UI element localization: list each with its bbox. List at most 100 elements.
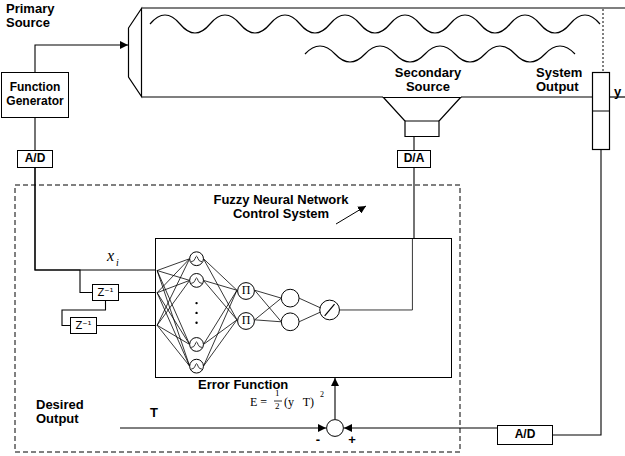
circle-outline [326, 419, 344, 437]
input-label: Desired Output [36, 398, 106, 426]
network-link [203, 280, 237, 290]
network-link [157, 325, 190, 344]
node-text: Z⁻¹ [75, 320, 91, 332]
converter-box: A/D [497, 425, 553, 445]
circle-outline [238, 283, 255, 300]
sensor-outline [593, 73, 610, 150]
network-link [157, 271, 190, 345]
signal-line [119, 292, 155, 293]
formula: (y T) [284, 395, 314, 410]
summing-junction: -+ [326, 419, 344, 437]
network-link [339, 309, 412, 310]
network-link [299, 312, 321, 322]
gaussian-symbol [191, 256, 202, 261]
controller-box: Fuzzy Neural Network Control SystemΠΠ [155, 238, 452, 378]
product-node: Π [237, 282, 255, 300]
network-link [157, 293, 190, 366]
secondary-source: Secondary Source [383, 97, 461, 137]
signal-name: y [614, 84, 621, 99]
node-text: System Output [536, 66, 589, 94]
pointer-arrow [336, 206, 366, 224]
network-link [203, 320, 237, 366]
signal-line [35, 45, 128, 72]
converter-box: D/A [397, 150, 431, 168]
product-node: Π [237, 312, 255, 330]
network-wiring [156, 239, 451, 377]
node-text: Π [242, 284, 251, 298]
sum-node [281, 313, 299, 331]
duct-wall [461, 96, 592, 97]
network-link [203, 259, 237, 320]
sum-node [281, 289, 299, 307]
node-text: Function Generator [2, 81, 68, 109]
network-link [255, 320, 282, 322]
sensor-outline [592, 72, 610, 150]
signal-line [334, 378, 335, 419]
network-link [203, 259, 237, 291]
speaker-outline [384, 98, 461, 137]
signal-line [553, 150, 601, 435]
network-link [203, 290, 237, 366]
sound-wave [150, 15, 600, 33]
gaussian-symbol [191, 364, 202, 369]
delay-box: Z⁻¹ [70, 317, 97, 334]
duct-wall [142, 7, 625, 8]
gaussian-symbol [191, 342, 202, 347]
network-link [203, 320, 237, 345]
subscript: i [116, 257, 119, 268]
node-text: A/D [25, 152, 46, 166]
network-link [255, 298, 282, 320]
signal-name: x [107, 247, 114, 265]
membership-node [190, 338, 204, 352]
formula: E = [250, 395, 267, 410]
signal-line [35, 168, 155, 270]
converter-box: A/D [17, 150, 53, 168]
node-text: Z⁻¹ [97, 287, 113, 299]
network-link [299, 298, 321, 308]
speaker-outline [405, 121, 439, 122]
sound-wave [305, 46, 575, 62]
membership-node [190, 359, 204, 373]
function-generator-box: Function Generator [1, 72, 69, 118]
signal-line [344, 427, 497, 428]
source-outline [129, 9, 142, 97]
circle-outline [327, 420, 344, 437]
network-link [157, 259, 190, 326]
signal-line [34, 118, 35, 150]
output-sensor: System Output [592, 72, 610, 150]
signal-line [413, 168, 414, 238]
ellipsis-dot [195, 302, 197, 304]
sensor-outline [593, 111, 610, 112]
membership-node [190, 274, 204, 288]
formula: 2 [275, 401, 280, 411]
node-text: + [346, 433, 358, 447]
network-link [157, 280, 190, 325]
division-node [320, 300, 340, 320]
node-text: A/D [515, 428, 536, 442]
circle-outline [238, 313, 255, 330]
node-text: Π [242, 314, 251, 328]
signal-name: T [150, 405, 158, 420]
signal-line [97, 325, 155, 326]
network-link [203, 290, 237, 344]
node-text: - [313, 433, 323, 447]
delay-box: Z⁻¹ [92, 284, 119, 301]
ellipsis-dot [195, 312, 197, 314]
network-link [412, 239, 413, 310]
network-link [203, 280, 237, 319]
node-text: Primary Source [6, 2, 78, 30]
edge-label: Error Function [198, 377, 288, 392]
primary-source: Primary Source [128, 8, 142, 97]
signal-line [35, 168, 92, 293]
source-outline [128, 8, 142, 97]
duct-wall [142, 96, 383, 97]
network-link [157, 271, 190, 367]
node-text: Secondary Source [387, 66, 469, 94]
network-link [157, 325, 190, 366]
network-link [255, 290, 282, 322]
gaussian-symbol [191, 278, 202, 283]
measurement-plane [603, 9, 604, 72]
ellipsis-dot [195, 322, 197, 324]
